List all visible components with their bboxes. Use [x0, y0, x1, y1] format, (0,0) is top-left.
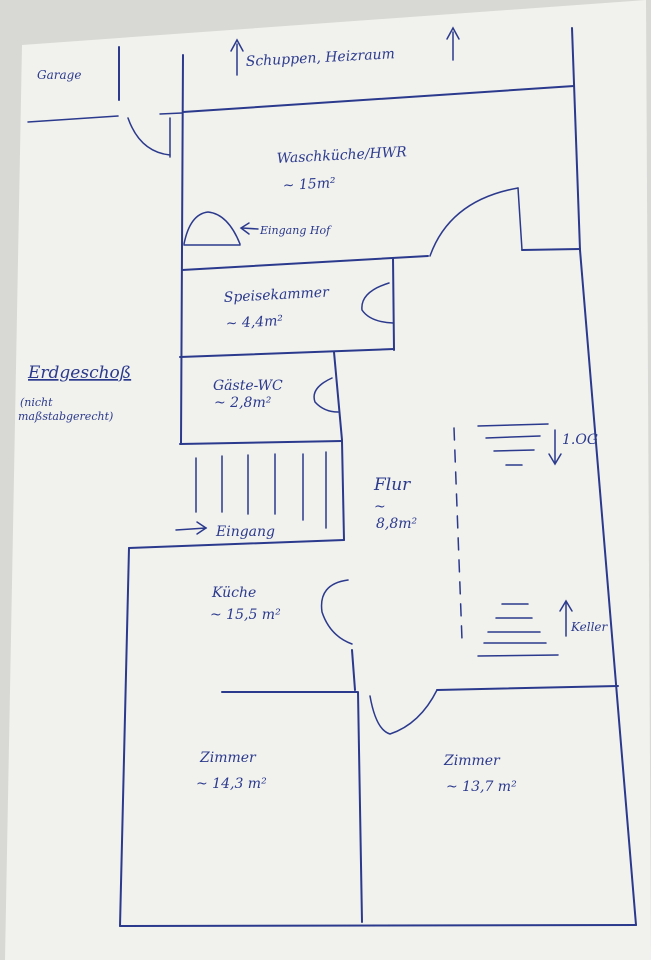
scale-note-line2: maßstabgerecht) — [18, 410, 113, 423]
stair-edge-dashed — [453, 427, 463, 641]
stair-up-step — [477, 423, 549, 427]
pantry-bottom-wall — [179, 348, 395, 358]
hall-area: 8,8m² — [376, 516, 418, 532]
stair-up-arrow-head — [548, 453, 562, 466]
pantry-area: ~ 4,4m² — [225, 313, 283, 332]
pantry-right-wall — [392, 257, 395, 351]
outer-left-wall-lower — [119, 547, 130, 927]
stair-up-step — [485, 435, 541, 439]
wc-bottom-wall — [179, 440, 343, 445]
building-right-wall-lower — [579, 249, 637, 926]
entrance-arrow-shaft — [175, 527, 207, 531]
hall-name: Flur — [373, 475, 411, 495]
laundry-bottom-wall — [181, 255, 429, 271]
kitchen-area: ~ 15,5 m² — [210, 607, 281, 623]
room-left-name: Zimmer — [199, 750, 257, 766]
room-door-swing — [369, 689, 438, 735]
garage-door-swing — [127, 117, 171, 156]
paper-sheet — [5, 0, 651, 960]
entrance-arrow-head — [196, 521, 208, 535]
yard-arrow-head — [239, 222, 250, 235]
garage-front-wall-2 — [159, 112, 183, 115]
laundry-door-swing — [429, 187, 519, 257]
stair-down-step — [477, 654, 559, 657]
stair-down-arrow-head — [559, 599, 573, 612]
doors — [127, 117, 523, 735]
garage-label: Garage — [37, 68, 81, 82]
right-room-top-wall — [436, 685, 619, 691]
garage-front-wall — [27, 115, 119, 123]
yard-entrance-label: Eingang Hof — [259, 224, 332, 237]
yard-door-swing — [183, 211, 241, 245]
kitchen-right-wall — [351, 649, 356, 691]
yard-arrow-shaft — [241, 227, 259, 230]
wc-name: Gäste-WC — [213, 378, 283, 394]
building-right-wall — [571, 27, 581, 251]
rooms-divider-wall — [357, 691, 363, 923]
room-right-area: ~ 13,7 m² — [446, 779, 517, 795]
entrance-right-wall — [341, 440, 345, 541]
laundry-door-leaf — [517, 187, 523, 251]
pantry-door-swing — [361, 282, 394, 324]
room-right-name: Zimmer — [443, 753, 501, 769]
floor-heading: Erdgeschoß — [27, 363, 131, 383]
bottom-wall — [119, 924, 637, 927]
shed-arrow-left-head — [230, 38, 244, 52]
stair-up-step — [493, 449, 535, 452]
wc-area: ~ 2,8m² — [214, 395, 272, 411]
laundry-wall-right-stub — [521, 248, 581, 251]
pantry-name: Speisekammer — [223, 284, 330, 306]
entrance-label: Eingang — [215, 524, 275, 540]
upstairs-label: 1.OG — [562, 432, 598, 448]
shed-front-wall — [182, 85, 575, 113]
wc-right-wall — [333, 351, 343, 441]
stairs — [453, 423, 573, 657]
labels: Garage Schuppen, Heizraum Waschküche/HWR… — [18, 46, 609, 795]
kitchen-door-swing — [320, 579, 353, 645]
kitchen-name: Küche — [211, 585, 256, 601]
room-left-area: ~ 14,3 m² — [196, 776, 267, 792]
basement-label: Keller — [570, 620, 609, 634]
building-left-wall-upper — [180, 54, 184, 445]
scale-note-line1: (nicht — [20, 396, 53, 409]
walls — [27, 27, 637, 927]
wc-door-swing — [313, 377, 339, 413]
entrance-steps — [175, 451, 327, 535]
hall-approx: ~ — [374, 499, 386, 515]
laundry-name: Waschküche/HWR — [276, 144, 407, 167]
direction-arrows — [230, 26, 460, 235]
shed-label: Schuppen, Heizraum — [245, 46, 395, 70]
kitchen-top-wall — [128, 539, 345, 549]
laundry-area: ~ 15m² — [282, 175, 336, 194]
shed-arrow-right-head — [446, 26, 460, 40]
